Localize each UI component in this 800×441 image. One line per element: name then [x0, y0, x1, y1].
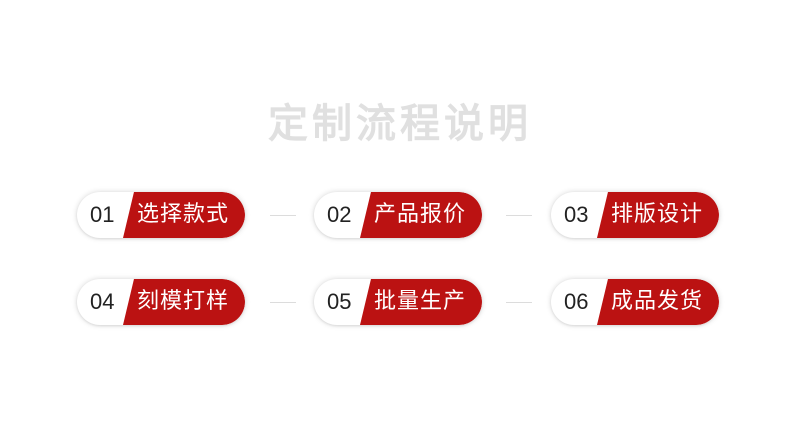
step-label-box: 成品发货	[597, 279, 719, 325]
step-connector	[506, 215, 532, 216]
step-connector	[270, 302, 296, 303]
step-label: 排版设计	[610, 202, 703, 227]
step-04: 04 刻模打样	[77, 279, 245, 325]
step-01: 01 选择款式	[77, 192, 245, 238]
step-number: 06	[564, 289, 589, 314]
page-title: 定制流程说明	[268, 101, 532, 147]
step-number: 03	[564, 202, 589, 227]
step-02: 02 产品报价	[314, 192, 482, 238]
step-connector	[506, 302, 532, 303]
step-label-box: 排版设计	[597, 192, 719, 238]
step-number: 01	[90, 202, 115, 227]
step-label: 刻模打样	[136, 289, 229, 314]
step-05: 05 批量生产	[314, 279, 482, 325]
step-label-box: 选择款式	[123, 192, 245, 238]
step-number: 05	[327, 289, 352, 314]
step-number: 02	[327, 202, 352, 227]
step-06: 06 成品发货	[551, 279, 719, 325]
step-03: 03 排版设计	[551, 192, 719, 238]
step-label: 选择款式	[136, 202, 229, 227]
step-label: 产品报价	[373, 202, 466, 227]
step-label: 批量生产	[373, 289, 466, 314]
step-label: 成品发货	[610, 289, 703, 314]
step-number: 04	[90, 289, 115, 314]
step-label-box: 刻模打样	[123, 279, 245, 325]
step-label-box: 批量生产	[360, 279, 482, 325]
step-label-box: 产品报价	[360, 192, 482, 238]
step-connector	[270, 215, 296, 216]
